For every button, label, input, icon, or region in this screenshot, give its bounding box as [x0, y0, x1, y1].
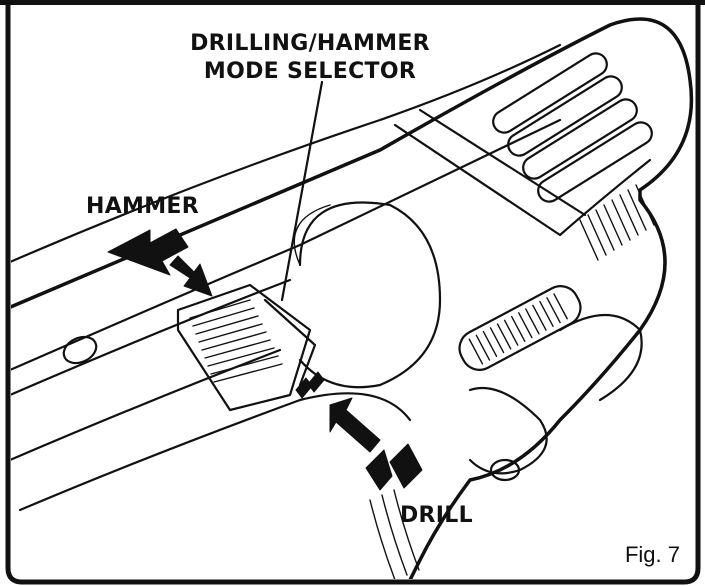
nose-seam [393, 123, 652, 237]
selector-dome [298, 201, 442, 389]
motor-housing [468, 386, 548, 475]
drill-mode-symbol-icon [365, 443, 423, 491]
barrel-lower-edge [11, 348, 282, 462]
selector-label-line1: DRILLING/HAMMER [190, 31, 430, 56]
vent-slots [492, 52, 653, 203]
side-button [62, 335, 98, 365]
drill-body [11, 17, 694, 579]
frame-border [5, 0, 701, 585]
drill-label: DRILL [400, 503, 473, 528]
barrel-mid-line-2 [11, 278, 292, 397]
drill-pointer-arrow-icon [329, 397, 381, 453]
barrel-ribs [369, 489, 420, 579]
drill-housing [11, 17, 694, 579]
side-ribs [579, 184, 655, 261]
hammer-label: HAMMER [86, 194, 199, 219]
selector-mark-icon [295, 371, 325, 399]
barrel-top-edge [11, 43, 562, 264]
selector-leader-line [280, 80, 324, 302]
hammer-pointer-arrow-icon [169, 255, 213, 297]
barrel-lower-edge-2 [18, 392, 412, 512]
barrel-mid-line-1 [11, 118, 562, 372]
mode-selector-knob[interactable] [176, 283, 317, 412]
motor-housing-2 [558, 313, 643, 402]
grip-pad [458, 285, 582, 371]
selector-label-line2: MODE SELECTOR [204, 59, 416, 84]
hammer-direction-arrow-icon [107, 228, 189, 276]
figure-label: Fig. 7 [625, 542, 680, 567]
foot-knob [489, 458, 521, 482]
selector-dome-inner [293, 204, 331, 266]
